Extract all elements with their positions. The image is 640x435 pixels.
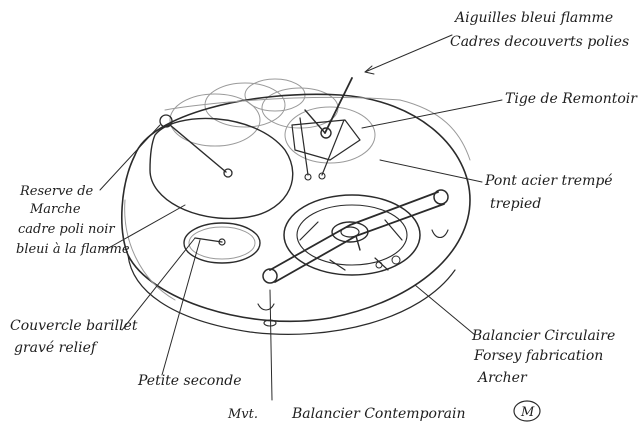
hands-and-stem [291, 77, 361, 181]
label-balance-line1: Balancier Circulaire [471, 328, 615, 344]
label-balance-line2: Forsey fabrication [473, 348, 603, 364]
label-hands-line1: Aiguilles bleui flamme [453, 10, 613, 26]
label-bridge-line2: trepied [490, 196, 541, 212]
label-reserve-line4: bleui à la flamme [16, 242, 130, 257]
signature-title: Balancier Contemporain [291, 406, 466, 422]
barrel-plate [149, 114, 294, 220]
small-seconds-dial [183, 222, 261, 264]
badge-circle [513, 400, 541, 422]
label-small-seconds: Petite seconde [137, 373, 242, 389]
label-reserve-line3: cadre poli noir [18, 222, 115, 237]
movement-case [121, 93, 471, 335]
tripod-bridge [262, 189, 449, 284]
balance-wheel [283, 194, 421, 276]
leader-lines [99, 34, 503, 376]
badge-letter: M [520, 405, 535, 420]
label-winding-stem: Tige de Remontoir [505, 91, 638, 107]
label-barrel-cover-line2: gravé relief [14, 340, 99, 356]
label-reserve-line2: Marche [29, 202, 81, 217]
case-feet [257, 229, 449, 401]
label-barrel-cover-line1: Couvercle barillet [10, 318, 138, 334]
label-reserve-line1: Reserve de [19, 184, 94, 199]
signature-prefix: Mvt. [227, 407, 258, 422]
label-bridge-line1: Pont acier trempé [484, 173, 613, 189]
label-hands-line2: Cadres decouverts polies [450, 34, 629, 50]
label-balance-line3: Archer [476, 370, 528, 386]
